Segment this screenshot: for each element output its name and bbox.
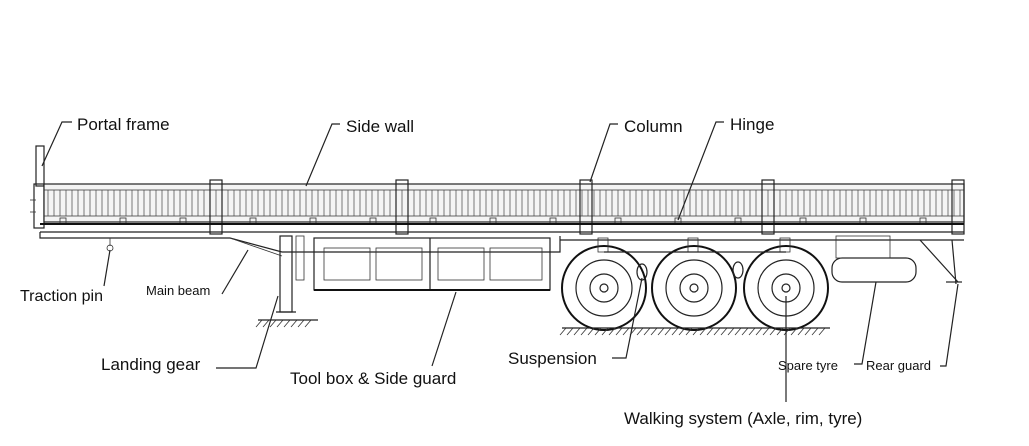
leader-hinge bbox=[677, 121, 724, 221]
ground-hatch bbox=[580, 327, 588, 336]
ground-hatch bbox=[622, 327, 630, 336]
ground-hatch bbox=[657, 327, 665, 336]
ground-hatch bbox=[559, 327, 567, 336]
label-tool-box: Tool box & Side guard bbox=[290, 369, 456, 388]
leader-tool-box bbox=[431, 291, 457, 367]
rear-guard bbox=[919, 239, 962, 285]
label-main-beam: Main beam bbox=[146, 283, 210, 298]
main-beam bbox=[39, 223, 964, 257]
ground-hatch bbox=[748, 327, 756, 336]
ground-hatch bbox=[734, 327, 742, 336]
wheel-1 bbox=[561, 245, 647, 331]
ground-hatch bbox=[804, 327, 812, 336]
leader-column bbox=[589, 123, 618, 183]
leader-lines bbox=[41, 121, 959, 402]
portal-frame bbox=[30, 145, 45, 229]
leader-main-beam bbox=[221, 249, 249, 295]
label-rear-guard: Rear guard bbox=[866, 358, 931, 373]
columns bbox=[209, 179, 965, 235]
ground-hatch bbox=[755, 327, 763, 336]
ground-hatch bbox=[769, 327, 777, 336]
leader-rear-guard bbox=[940, 283, 959, 367]
leader-suspension bbox=[612, 277, 643, 359]
leader-spare-tyre bbox=[854, 281, 877, 365]
ground-hatch bbox=[818, 327, 826, 336]
ground-hatch bbox=[566, 327, 574, 336]
ground-hatch bbox=[636, 327, 644, 336]
walking-system bbox=[559, 245, 830, 336]
ground-hatch bbox=[650, 327, 658, 336]
ground-hatch bbox=[276, 319, 284, 328]
ground-hatch bbox=[587, 327, 595, 336]
ground-hatch bbox=[762, 327, 770, 336]
ground-hatch bbox=[671, 327, 679, 336]
ground-hatch bbox=[678, 327, 686, 336]
ground-hatch bbox=[304, 319, 312, 328]
leader-landing-gear bbox=[216, 295, 279, 369]
trailer-drawing bbox=[30, 145, 965, 336]
label-suspension: Suspension bbox=[508, 349, 597, 368]
label-walking-system: Walking system (Axle, rim, tyre) bbox=[624, 409, 862, 428]
label-hinge: Hinge bbox=[730, 115, 774, 134]
ground-hatch bbox=[713, 327, 721, 336]
label-spare-tyre: Spare tyre bbox=[778, 358, 838, 373]
ground-hatch bbox=[685, 327, 693, 336]
spare-tyre bbox=[831, 235, 917, 283]
ground-hatch bbox=[290, 319, 298, 328]
ground-hatch bbox=[615, 327, 623, 336]
side-wall-panels bbox=[43, 183, 965, 223]
label-portal-frame: Portal frame bbox=[77, 115, 170, 134]
ground-hatch bbox=[283, 319, 291, 328]
leader-traction-pin bbox=[103, 249, 111, 287]
label-side-wall: Side wall bbox=[346, 117, 414, 136]
ground-hatch bbox=[643, 327, 651, 336]
ground-hatch bbox=[262, 319, 270, 328]
label-column: Column bbox=[624, 117, 683, 136]
ground-hatch bbox=[776, 327, 784, 336]
wheel-2 bbox=[651, 245, 737, 331]
ground-hatch bbox=[811, 327, 819, 336]
ground-hatch bbox=[269, 319, 277, 328]
ground-hatch bbox=[297, 319, 305, 328]
ground-hatch bbox=[255, 319, 263, 328]
labels: Portal frame Side wall Column Hinge Trac… bbox=[20, 115, 931, 428]
ground-hatch bbox=[608, 327, 616, 336]
label-traction-pin: Traction pin bbox=[20, 288, 103, 305]
ground-hatch bbox=[720, 327, 728, 336]
ground-hatch bbox=[699, 327, 707, 336]
ground-hatch bbox=[790, 327, 798, 336]
ground-hatch bbox=[664, 327, 672, 336]
ground-hatch bbox=[573, 327, 581, 336]
ground-hatch bbox=[741, 327, 749, 336]
landing-gear bbox=[255, 235, 318, 328]
ground-hatch bbox=[692, 327, 700, 336]
ground-hatch bbox=[797, 327, 805, 336]
suspension bbox=[597, 237, 791, 281]
ground-hatch bbox=[706, 327, 714, 336]
ground-hatch bbox=[783, 327, 791, 336]
ground-hatch bbox=[727, 327, 735, 336]
ground-hatch bbox=[601, 327, 609, 336]
label-landing-gear: Landing gear bbox=[101, 355, 201, 374]
tool-box bbox=[313, 237, 551, 291]
leader-portal-frame bbox=[41, 121, 72, 167]
leader-side-wall bbox=[305, 123, 340, 187]
ground-hatch bbox=[594, 327, 602, 336]
